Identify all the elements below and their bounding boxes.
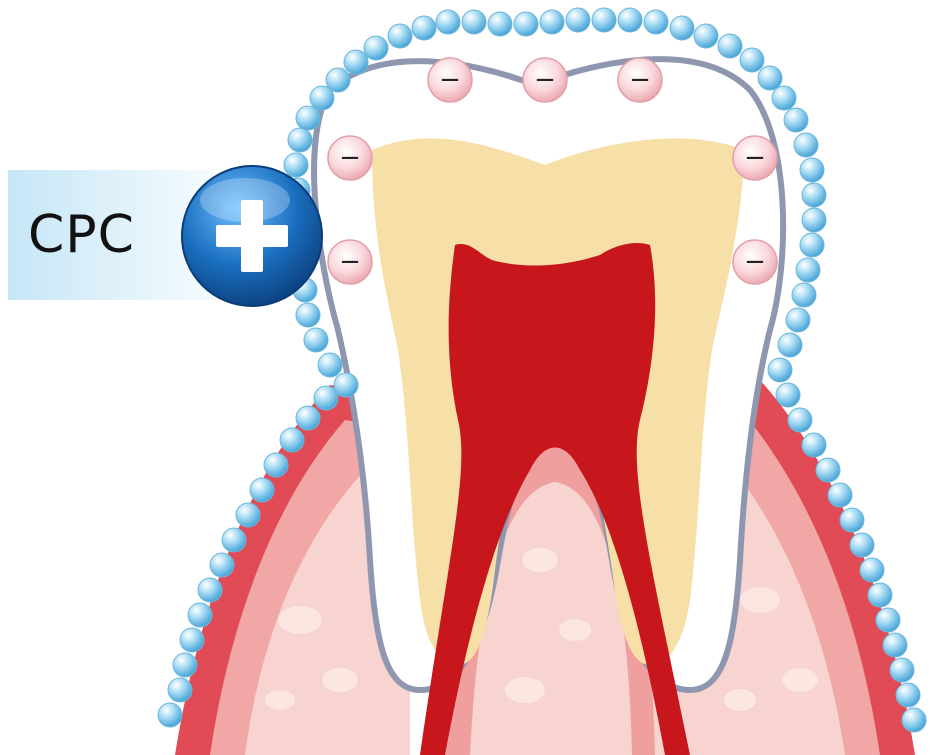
coating-bead (344, 50, 368, 74)
coating-bead (784, 108, 808, 132)
negative-sign: − (534, 65, 556, 95)
coating-bead (222, 528, 246, 552)
coating-bead (802, 183, 826, 207)
coating-bead (326, 68, 350, 92)
coating-bead (802, 433, 826, 457)
coating-bead (264, 453, 288, 477)
coating-bead (840, 508, 864, 532)
coating-bead (850, 533, 874, 557)
coating-bead (296, 106, 320, 130)
coating-bead (896, 683, 920, 707)
coating-bead (778, 333, 802, 357)
coating-bead (280, 428, 304, 452)
coating-bead (794, 133, 818, 157)
negative-charge: − (733, 240, 777, 284)
coating-bead (180, 628, 204, 652)
coating-bead (876, 608, 900, 632)
negative-sign: − (744, 247, 766, 277)
coating-bead (772, 86, 796, 110)
coating-bead (592, 8, 616, 32)
coating-bead (250, 478, 274, 502)
coating-bead (740, 48, 764, 72)
coating-bead (670, 16, 694, 40)
negative-charge: − (428, 58, 472, 102)
coating-bead (304, 328, 328, 352)
coating-bead (514, 12, 538, 36)
coating-bead (388, 24, 412, 48)
coating-bead (800, 158, 824, 182)
coating-bead (883, 633, 907, 657)
coating-bead (802, 208, 826, 232)
coating-bead (364, 36, 388, 60)
coating-bead (188, 603, 212, 627)
negative-sign: − (339, 247, 361, 277)
coating-bead (566, 8, 590, 32)
coating-bead (488, 12, 512, 36)
negative-sign: − (439, 65, 461, 95)
coating-bead (816, 458, 840, 482)
coating-bead (796, 258, 820, 282)
coating-bead (168, 678, 192, 702)
negative-charge: − (328, 240, 372, 284)
coating-bead (902, 708, 926, 732)
negative-sign: − (339, 143, 361, 173)
coating-bead (618, 8, 642, 32)
coating-bead (288, 128, 312, 152)
coating-bead (158, 703, 182, 727)
negative-charge: − (328, 136, 372, 180)
coating-bead (236, 503, 260, 527)
coating-bead (776, 383, 800, 407)
coating-bead (868, 583, 892, 607)
coating-bead (296, 303, 320, 327)
coating-bead (173, 653, 197, 677)
coating-bead (334, 373, 358, 397)
coating-bead (644, 10, 668, 34)
coating-bead (788, 408, 812, 432)
coating-bead (890, 658, 914, 682)
negative-charge: − (523, 58, 567, 102)
coating-bead (718, 34, 742, 58)
coating-bead (462, 10, 486, 34)
coating-bead (284, 153, 308, 177)
negative-sign: − (629, 65, 651, 95)
coating-bead (800, 233, 824, 257)
coating-bead (786, 308, 810, 332)
negative-sign: − (744, 143, 766, 173)
cpc-positive-marker (182, 166, 322, 306)
coating-bead (436, 10, 460, 34)
negative-charge: − (733, 136, 777, 180)
coating-bead (198, 578, 222, 602)
coating-bead (860, 558, 884, 582)
coating-bead (296, 406, 320, 430)
coating-bead (792, 283, 816, 307)
negative-charge: − (618, 58, 662, 102)
coating-bead (694, 24, 718, 48)
plus-icon (241, 200, 263, 272)
coating-bead (412, 16, 436, 40)
coating-bead (828, 483, 852, 507)
coating-bead (758, 66, 782, 90)
coating-bead (768, 358, 792, 382)
coating-bead (318, 353, 342, 377)
coating-bead (540, 10, 564, 34)
coating-bead (210, 553, 234, 577)
